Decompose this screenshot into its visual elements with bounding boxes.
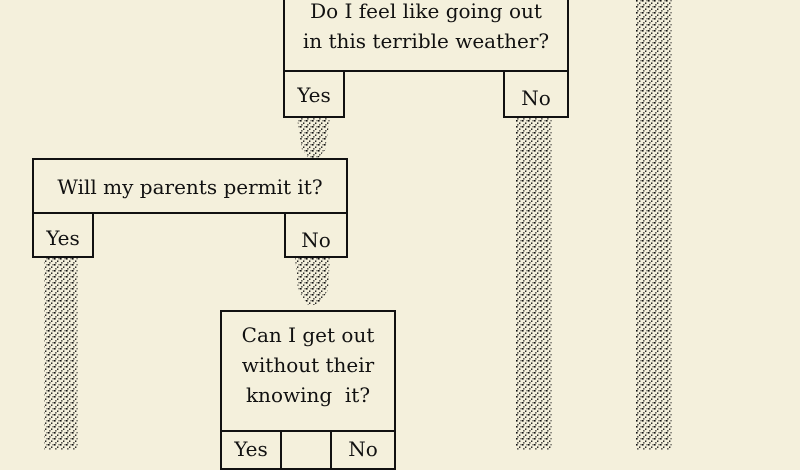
answer-no-sneak: No <box>330 430 396 470</box>
question-text-weather: Do I feel like going out in this terribl… <box>285 0 567 56</box>
question-box-weather: Do I feel like going out in this terribl… <box>283 0 569 72</box>
question-line: Can I get out <box>241 323 375 347</box>
question-box-sneak: Can I get out without their knowing it? <box>220 310 396 432</box>
answer-no-parents: No <box>284 212 348 258</box>
answer-yes-weather: Yes <box>283 70 345 118</box>
question-line: knowing it? <box>245 383 371 407</box>
question-line: without their <box>241 353 375 377</box>
answer-label: No <box>348 437 378 461</box>
connector-q1-no <box>516 118 552 450</box>
answer-label: Yes <box>297 83 331 107</box>
question-text-sneak: Can I get out without their knowing it? <box>222 320 394 410</box>
answer-yes-parents: Yes <box>32 212 94 258</box>
answer-yes-sneak: Yes <box>220 430 282 470</box>
dotted-connectors <box>44 0 672 450</box>
answer-label: No <box>521 86 551 110</box>
connector-q1-yes <box>297 118 330 160</box>
connector-q2-no <box>295 258 330 305</box>
question-text-parents: Will my parents permit it? <box>57 175 323 199</box>
connector-right-column <box>636 0 672 450</box>
question-line: in this terrible weather? <box>302 29 550 53</box>
answer-label: Yes <box>46 226 80 250</box>
answer-no-weather: No <box>503 70 569 118</box>
question-box-parents: Will my parents permit it? <box>32 158 348 214</box>
connector-q2-yes <box>44 258 78 450</box>
answer-label: No <box>301 228 331 252</box>
answer-middle-sneak <box>280 430 332 470</box>
question-line: Do I feel like going out <box>310 0 542 23</box>
flowchart: Do I feel like going out in this terribl… <box>32 0 672 470</box>
answer-label: Yes <box>234 437 268 461</box>
